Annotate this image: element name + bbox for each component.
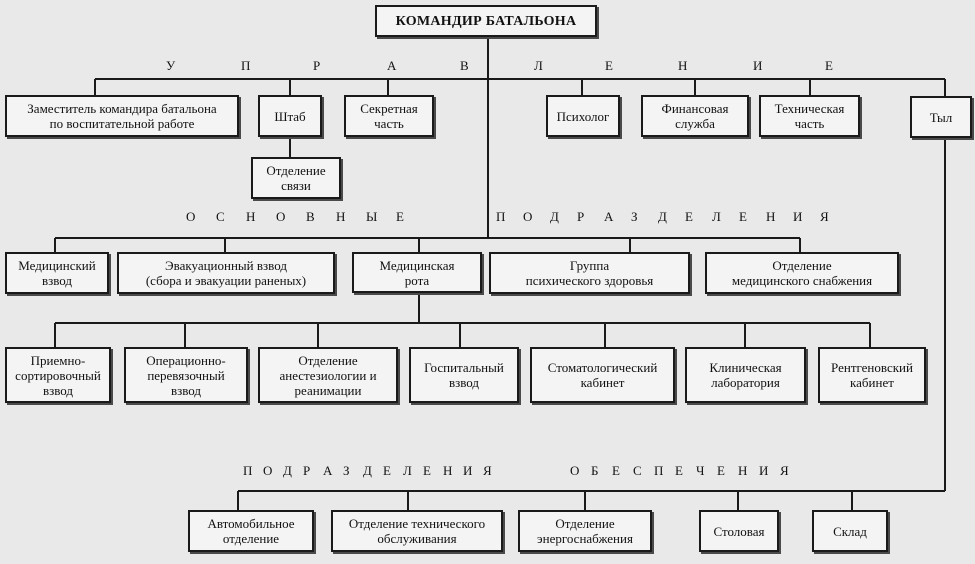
section-letter: Е xyxy=(394,209,406,224)
canteen-box: Столовая xyxy=(699,510,779,552)
section-letter: С xyxy=(631,463,644,478)
section-letter: О xyxy=(521,209,535,224)
section-letter: Р xyxy=(311,58,323,73)
section-letter: П xyxy=(652,463,666,478)
deputy-commander-box: Заместитель командира батальона по воспи… xyxy=(5,95,239,137)
section-letter: Б xyxy=(589,463,601,478)
section-letter: Р xyxy=(301,463,313,478)
rear-box: Тыл xyxy=(910,96,972,138)
section-letter: Д xyxy=(548,209,561,224)
warehouse-box: Склад xyxy=(812,510,888,552)
anesthesia-unit-box: Отделение анестезиологии и реанимации xyxy=(258,347,398,403)
section-letter: О xyxy=(568,463,582,478)
section-letter: Ч xyxy=(694,463,707,478)
section-letter: А xyxy=(321,463,335,478)
section-letter: Е xyxy=(715,463,727,478)
section-letter: Е xyxy=(673,463,685,478)
auto-unit-box: Автомобильное отделение xyxy=(188,510,314,552)
section-letter: Ы xyxy=(364,209,380,224)
section-letter: Н xyxy=(736,463,750,478)
section-letter: Е xyxy=(823,58,835,73)
section-letter: Е xyxy=(683,209,695,224)
section-letter: Н xyxy=(676,58,690,73)
energy-unit-box: Отделение энергоснабжения xyxy=(518,510,652,552)
section-letter: В xyxy=(458,58,471,73)
section-letter: А xyxy=(385,58,399,73)
clinical-lab-box: Клиническая лаборатория xyxy=(685,347,806,403)
section-letter: Н xyxy=(334,209,348,224)
section-letter: Л xyxy=(532,58,545,73)
comms-box: Отделение связи xyxy=(251,157,341,199)
section-letter: Е xyxy=(737,209,749,224)
section-letter: З xyxy=(341,463,352,478)
section-letter: П xyxy=(241,463,255,478)
section-letter: П xyxy=(494,209,508,224)
mental-health-box: Группа психического здоровья xyxy=(489,252,690,294)
finance-box: Финансовая служба xyxy=(641,95,749,137)
section-letter: Л xyxy=(710,209,723,224)
operating-platoon-box: Операционно- перевязочный взвод xyxy=(124,347,248,403)
section-letter: Я xyxy=(778,463,791,478)
section-letter: Д xyxy=(281,463,294,478)
section-letter: О xyxy=(261,463,275,478)
section-letter: Н xyxy=(441,463,455,478)
technical-box: Техническая часть xyxy=(759,95,860,137)
section-letter: Е xyxy=(381,463,393,478)
secret-unit-box: Секретная часть xyxy=(344,95,434,137)
section-letter: Н xyxy=(244,209,258,224)
section-letter: П xyxy=(239,58,253,73)
section-letter: В xyxy=(304,209,317,224)
section-letter: И xyxy=(757,463,771,478)
section-letter: Н xyxy=(764,209,778,224)
section-letter: Л xyxy=(401,463,414,478)
section-letter: Р xyxy=(575,209,587,224)
medical-company-box: Медицинская рота xyxy=(352,252,482,293)
section-letter: И xyxy=(461,463,475,478)
hospital-platoon-box: Госпитальный взвод xyxy=(409,347,519,403)
section-letter: С xyxy=(214,209,227,224)
section-letter: Я xyxy=(818,209,831,224)
section-letter: Е xyxy=(610,463,622,478)
section-letter: И xyxy=(751,58,765,73)
section-letter: Е xyxy=(603,58,615,73)
psychologist-box: Психолог xyxy=(546,95,620,137)
dental-office-box: Стоматологический кабинет xyxy=(530,347,675,403)
section-letter: А xyxy=(602,209,616,224)
section-letter: О xyxy=(184,209,198,224)
xray-office-box: Рентгеновский кабинет xyxy=(818,347,926,403)
evacuation-platoon-box: Эвакуационный взвод (сбора и эвакуации р… xyxy=(117,252,335,294)
section-letter: Д xyxy=(656,209,669,224)
medical-supply-box: Отделение медицинского снабжения xyxy=(705,252,899,294)
medical-platoon-box: Медицинский взвод xyxy=(5,252,109,294)
reception-platoon-box: Приемно- сортировочный взвод xyxy=(5,347,111,403)
section-letter: Е xyxy=(421,463,433,478)
section-letter: У xyxy=(164,58,178,73)
section-letter: О xyxy=(274,209,288,224)
section-letter: З xyxy=(629,209,640,224)
maintenance-unit-box: Отделение технического обслуживания xyxy=(331,510,503,552)
section-letter: Я xyxy=(481,463,494,478)
section-letter: Д xyxy=(361,463,374,478)
section-letter: И xyxy=(791,209,805,224)
staff-box: Штаб xyxy=(258,95,322,137)
commander-box: КОМАНДИР БАТАЛЬОНА xyxy=(375,5,597,37)
